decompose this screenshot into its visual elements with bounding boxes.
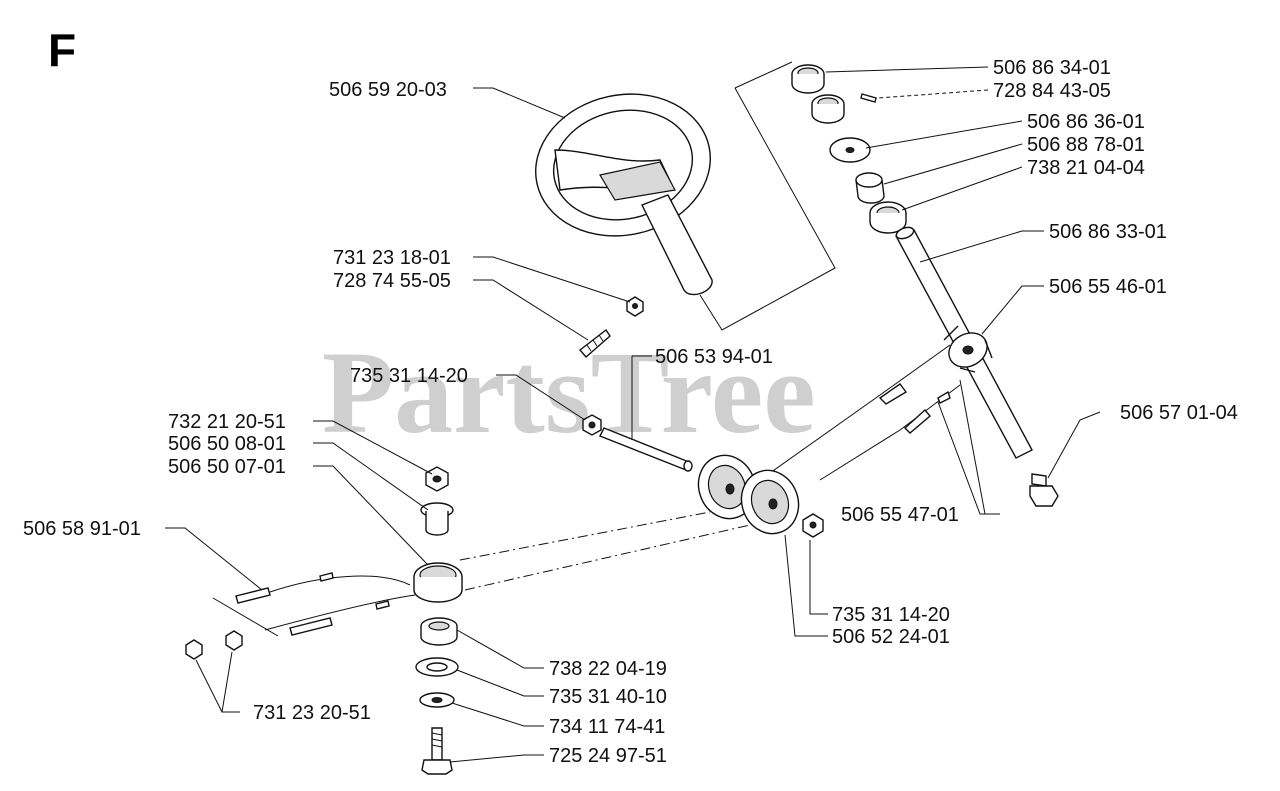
spring-washer[interactable] bbox=[415, 657, 459, 677]
upper-cable-to-sprocket bbox=[759, 344, 951, 481]
upper-collar[interactable] bbox=[811, 94, 845, 124]
pulley-assembly[interactable] bbox=[690, 447, 808, 541]
steering-cable[interactable] bbox=[235, 572, 416, 636]
belt-line-upper bbox=[459, 511, 711, 561]
label-pivot-bushing[interactable]: 506 50 08-01 bbox=[168, 433, 286, 455]
label-wheel-nut[interactable]: 731 23 18-01 bbox=[333, 247, 451, 269]
label-grease-fitting[interactable]: 506 57 01-04 bbox=[1120, 402, 1238, 424]
label-lower-bearing[interactable]: 738 22 04-19 bbox=[549, 658, 667, 680]
section-letter: F bbox=[48, 24, 76, 76]
label-upper-washer[interactable]: 506 86 36-01 bbox=[1027, 111, 1145, 133]
label-steering-cable[interactable]: 506 58 91-01 bbox=[23, 518, 141, 540]
label-axle-nut-left[interactable]: 735 31 14-20 bbox=[350, 365, 468, 387]
pivot-bushing[interactable] bbox=[420, 502, 454, 536]
pivot-bolt[interactable] bbox=[421, 727, 453, 775]
assembly-bracket-top bbox=[734, 61, 793, 89]
axle-nut-right[interactable] bbox=[802, 513, 824, 538]
label-column-cap[interactable]: 506 86 34-01 bbox=[993, 57, 1111, 79]
label-flat-washer[interactable]: 734 11 74-41 bbox=[549, 716, 665, 738]
steering-wheel[interactable] bbox=[522, 78, 723, 296]
sprocket-gear[interactable] bbox=[943, 325, 994, 374]
watermark: PartsTree bbox=[322, 327, 816, 458]
assembly-bracket bbox=[699, 87, 836, 331]
column-cap[interactable] bbox=[791, 64, 825, 94]
label-cap-pin[interactable]: 728 84 43-05 bbox=[993, 80, 1111, 102]
upper-washer[interactable] bbox=[829, 137, 871, 163]
cable-bracket-line bbox=[212, 597, 279, 637]
label-pulley-assembly[interactable]: 506 55 47-01 bbox=[841, 504, 959, 526]
cable-nut[interactable] bbox=[185, 630, 243, 660]
label-sprocket-gear[interactable]: 506 55 46-01 bbox=[1049, 276, 1167, 298]
pivot-nut[interactable] bbox=[425, 466, 449, 492]
label-column-bushing[interactable]: 506 88 78-01 bbox=[1027, 134, 1145, 156]
label-pivot-nut[interactable]: 732 21 20-51 bbox=[168, 411, 286, 433]
cap-pin[interactable] bbox=[860, 93, 877, 103]
wheel-stud[interactable] bbox=[578, 328, 611, 358]
belt-line-lower bbox=[464, 524, 751, 591]
label-pivot-bolt[interactable]: 725 24 97-51 bbox=[549, 745, 667, 767]
label-steering-wheel[interactable]: 506 59 20-03 bbox=[329, 79, 447, 101]
label-column-bearing[interactable]: 738 21 04-04 bbox=[1027, 157, 1145, 179]
label-cable-nut[interactable]: 731 23 20-51 bbox=[253, 702, 371, 724]
pulley-axle[interactable] bbox=[599, 427, 693, 472]
axle-nut-left[interactable] bbox=[582, 414, 602, 436]
label-pulley-axle[interactable]: 506 53 94-01 bbox=[655, 346, 773, 368]
column-bushing[interactable] bbox=[855, 172, 885, 204]
label-wheel-stud[interactable]: 728 74 55-05 bbox=[333, 270, 451, 292]
label-pivot-pulley[interactable]: 506 50 07-01 bbox=[168, 456, 286, 478]
grease-fitting[interactable] bbox=[1029, 473, 1059, 507]
label-steering-shaft[interactable]: 506 86 33-01 bbox=[1049, 221, 1167, 243]
label-idler-pulley[interactable]: 506 52 24-01 bbox=[832, 626, 950, 648]
wheel-nut[interactable] bbox=[626, 296, 644, 317]
pivot-pulley[interactable] bbox=[413, 562, 463, 603]
lower-cable-to-sprocket bbox=[819, 384, 961, 481]
flat-washer[interactable] bbox=[419, 692, 455, 708]
column-bearing[interactable] bbox=[869, 201, 907, 234]
lower-bearing[interactable] bbox=[420, 617, 458, 646]
label-axle-nut-right[interactable]: 735 31 14-20 bbox=[832, 604, 950, 626]
leader-lines bbox=[165, 66, 1101, 763]
label-spring-washer[interactable]: 735 31 40-10 bbox=[549, 686, 667, 708]
